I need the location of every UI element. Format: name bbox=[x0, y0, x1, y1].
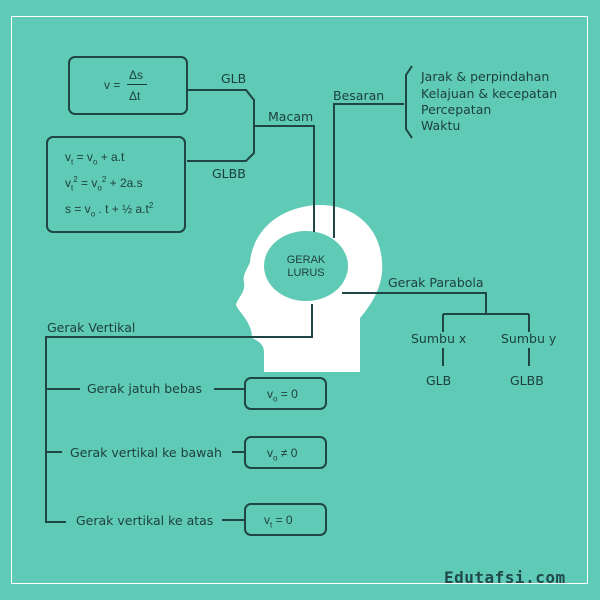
vertikal-formula: vt = 0 bbox=[264, 513, 293, 530]
glb-label: GLB bbox=[221, 71, 247, 86]
sumbu-x-label: Sumbu x bbox=[411, 331, 467, 346]
vertikal-formula-box bbox=[244, 503, 327, 536]
vertikal-formula: vo ≠ 0 bbox=[267, 446, 298, 463]
sumbu-y-type: GLBB bbox=[510, 373, 544, 388]
vertikal-formula-box bbox=[244, 377, 327, 410]
glbb-label: GLBB bbox=[212, 166, 246, 181]
sumbu-y-label: Sumbu y bbox=[501, 331, 557, 346]
vertikal-item-ke-bawah: Gerak vertikal ke bawah bbox=[70, 445, 222, 460]
vertikal-item-ke-atas: Gerak vertikal ke atas bbox=[76, 513, 214, 528]
vertikal-formula-box bbox=[244, 436, 327, 469]
glbb-formula-displacement: s = vo . t + ½ a.t2 bbox=[65, 201, 154, 219]
fraction-bar bbox=[127, 84, 147, 85]
glbb-formula-velocity-squared: vt2 = vo2 + 2a.s bbox=[65, 175, 143, 193]
glb-formula-denominator: Δt bbox=[129, 89, 141, 103]
vertikal-formula: vo = 0 bbox=[267, 387, 298, 404]
center-node bbox=[264, 231, 348, 301]
besaran-item: Percepatan bbox=[421, 102, 492, 117]
besaran-item: Jarak & perpindahan bbox=[421, 69, 550, 84]
center-title: GERAK LURUS bbox=[286, 254, 326, 279]
macam-label: Macam bbox=[268, 109, 314, 124]
glb-formula-lhs: v = bbox=[104, 78, 121, 92]
besaran-item: Kelajuan & kecepatan bbox=[421, 86, 558, 101]
vertikal-item-jatuh-bebas: Gerak jatuh bebas bbox=[87, 381, 202, 396]
glbb-formula-box bbox=[46, 136, 186, 233]
brand-watermark: Edutafsi.com bbox=[444, 568, 566, 587]
besaran-item: Waktu bbox=[421, 118, 461, 133]
border-frame bbox=[11, 16, 588, 584]
gerak-vertikal-label: Gerak Vertikal bbox=[47, 320, 136, 335]
glbb-formula-velocity: vt = vo + a.t bbox=[65, 150, 125, 167]
glb-formula-numerator: Δs bbox=[129, 68, 144, 82]
sumbu-x-type: GLB bbox=[426, 373, 452, 388]
glb-formula-box bbox=[68, 56, 188, 115]
gerak-parabola-label: Gerak Parabola bbox=[388, 275, 484, 290]
besaran-label: Besaran bbox=[333, 88, 385, 103]
